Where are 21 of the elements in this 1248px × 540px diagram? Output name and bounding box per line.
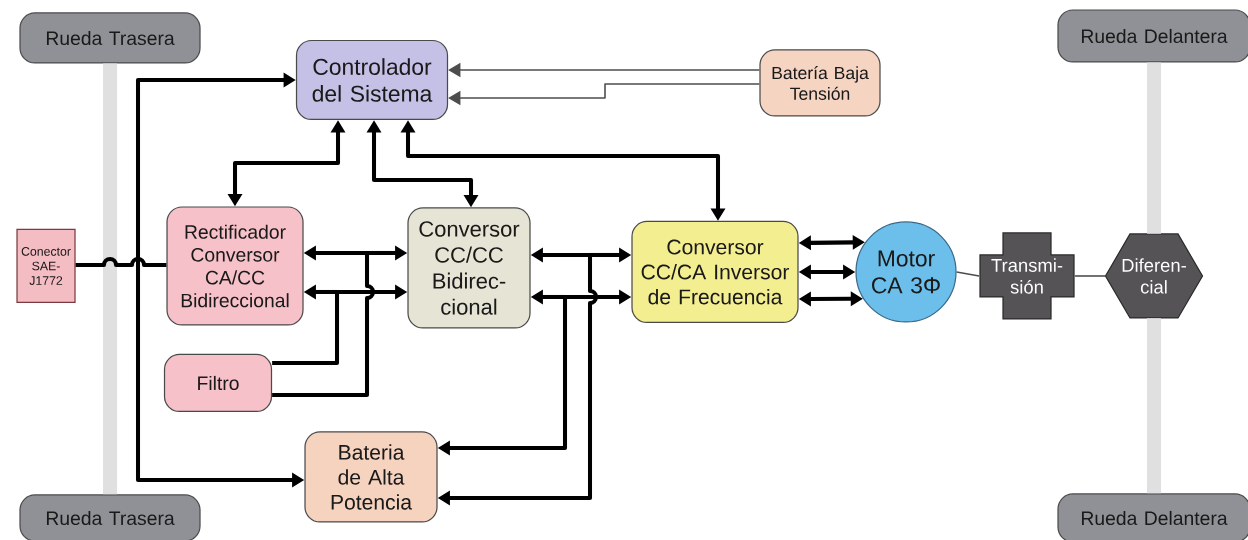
wheel-box: Rueda Trasera: [19, 494, 201, 540]
battery-box: Bateria de Alta Potencia: [304, 431, 438, 523]
arrow: [448, 83, 761, 106]
transmission-cross: Transmi- sión: [979, 232, 1075, 320]
controller-box: Controlador del Sistema: [295, 39, 449, 121]
converter-box: Conversor CC/CC Bidirec- cional: [407, 207, 531, 329]
filter-box: Filtro: [163, 353, 273, 413]
battery-box: Batería Baja Tensión: [759, 49, 881, 117]
connection-line: [75, 256, 167, 267]
wheel-box: Rueda Delantera: [1057, 493, 1248, 540]
connector-box: Conector SAE- J1772: [16, 228, 76, 304]
wheel-box: Rueda Delantera: [1057, 9, 1248, 63]
differential-hexagon: Diferen- cial: [1104, 233, 1204, 319]
inverter-box: Conversor CC/CA Inversor de Frecuencia: [631, 220, 799, 324]
axle-bar: [1146, 318, 1162, 494]
converter-box: Rectificador Conversor CA/CC Bidireccional: [166, 206, 304, 326]
connection-line: [955, 271, 980, 277]
axle-bar: [103, 63, 118, 495]
wheel-box: Rueda Trasera: [19, 12, 201, 64]
connection-line: [1074, 275, 1106, 277]
axle-bar: [1146, 62, 1162, 234]
